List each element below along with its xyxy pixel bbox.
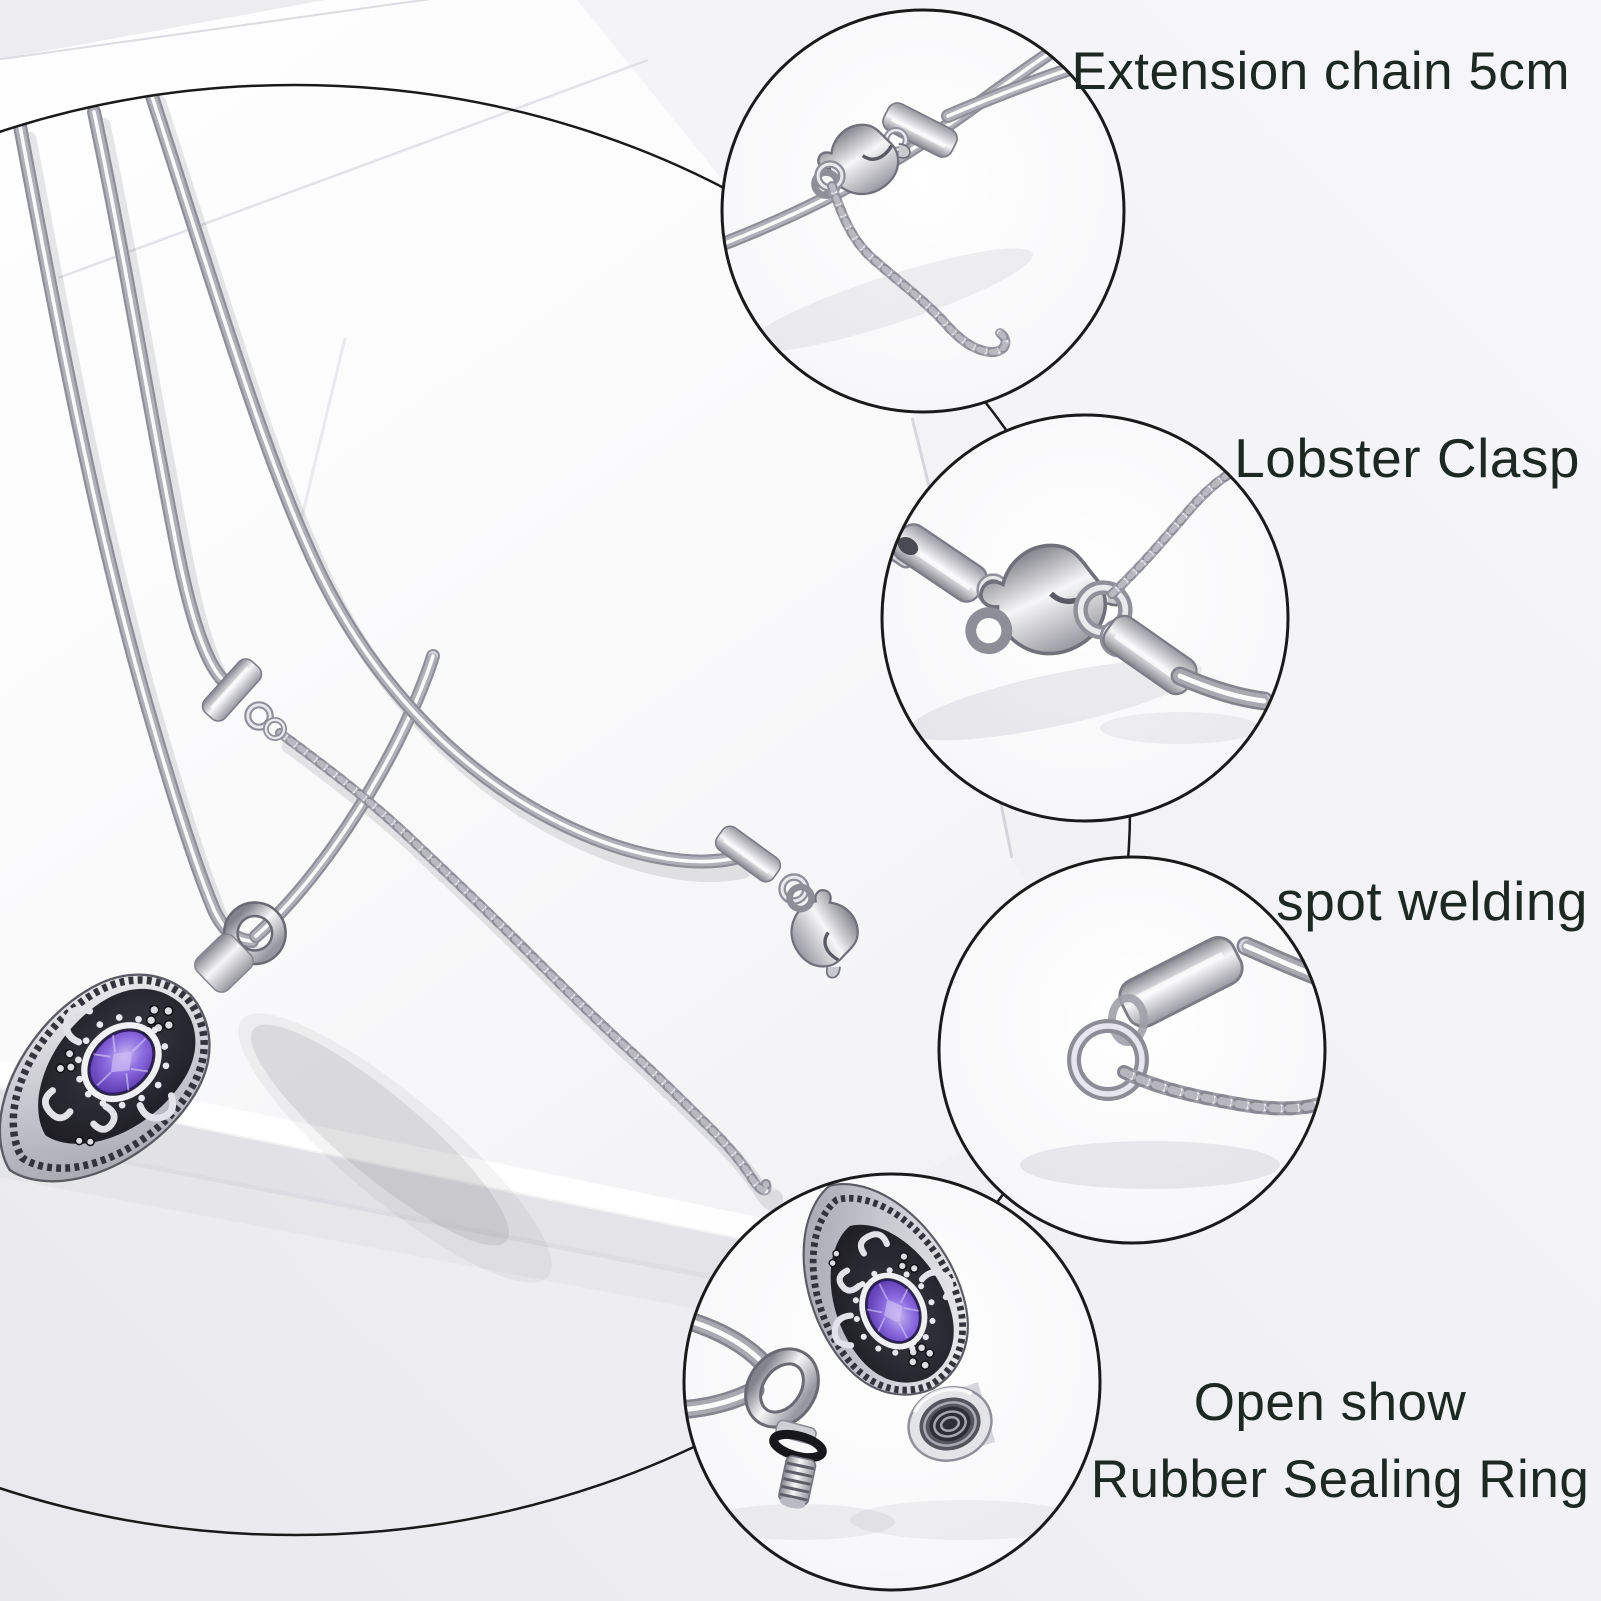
pendant-screw-cap-piece <box>744 1347 827 1509</box>
rubber-sealing-ring <box>769 1429 827 1463</box>
callout-circle-lobster-clasp <box>880 413 1290 823</box>
paper-crease <box>57 58 649 280</box>
pendant-open-body-piece <box>765 1153 1001 1462</box>
urn-pendant <box>0 901 287 1227</box>
callout-photo-spot-welding <box>939 857 1325 1243</box>
paper-crease <box>298 337 347 526</box>
pendant-bail <box>747 1350 817 1426</box>
paper-edge-shadow <box>0 1086 806 1298</box>
label-rubber-sealing-ring: Rubber Sealing Ring <box>1091 1450 1590 1509</box>
callout-circle-extension-chain <box>720 8 1126 414</box>
callout-photo-lobster-clasp <box>882 415 1288 821</box>
pendant-shadow <box>251 1024 509 1246</box>
callout-photo-extension-chain <box>722 10 1124 412</box>
open-threaded-socket <box>907 1386 993 1462</box>
label-lobster-clasp: Lobster Clasp <box>1234 427 1580 489</box>
callout-photo-open-show <box>684 1153 1100 1590</box>
callout-circle-spot-welding <box>937 855 1327 1245</box>
label-spot-welding: spot welding <box>1276 870 1588 932</box>
paper-corner-fold <box>0 0 325 60</box>
pendant-neck-cap <box>194 933 254 993</box>
cap-end-hole <box>897 536 919 556</box>
label-open-show: Open show <box>1194 1373 1467 1432</box>
callout-circle-open-show <box>682 1172 1102 1592</box>
jump-ring-large <box>1067 1019 1149 1101</box>
necklace-main-photo <box>0 90 875 1283</box>
threaded-screw-post <box>778 1455 817 1509</box>
label-extension-chain: Extension chain 5cm <box>1071 42 1570 101</box>
paper-bottom-edge-highlight <box>0 1060 802 1252</box>
